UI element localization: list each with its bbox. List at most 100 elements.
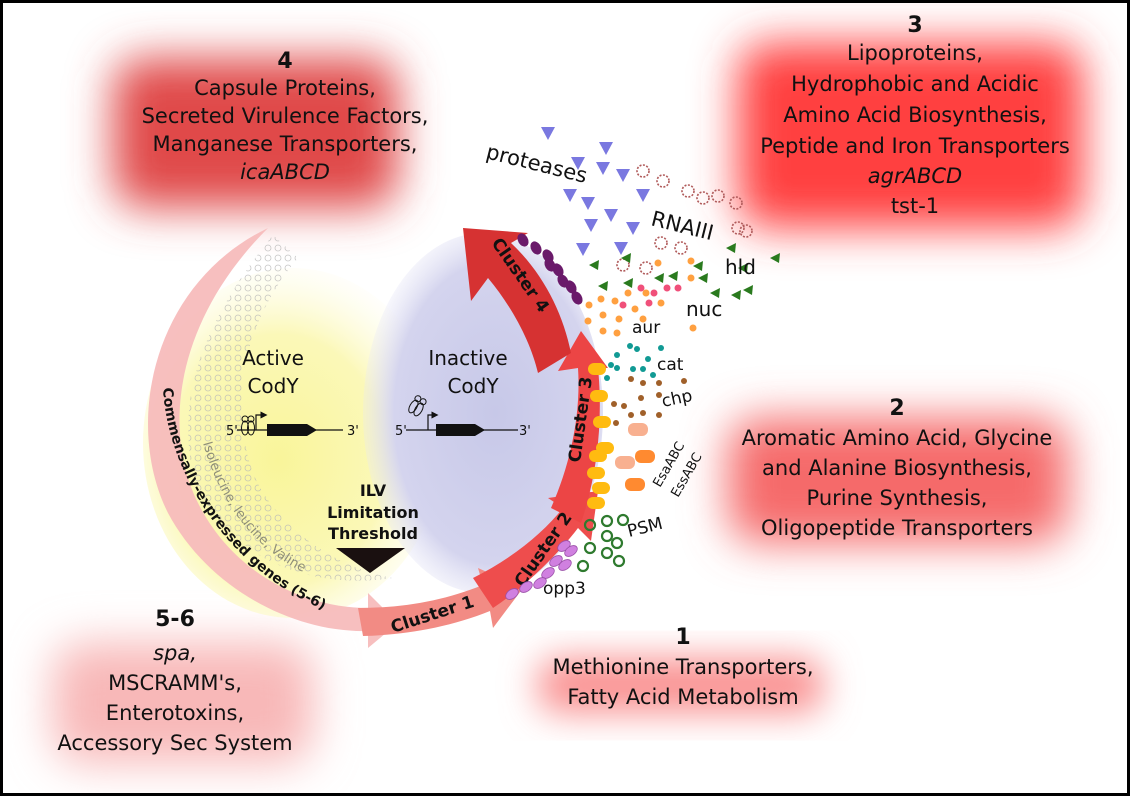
aur-icon [611, 297, 619, 305]
protease-icon [616, 169, 630, 182]
three-prime-label: 3' [519, 424, 531, 439]
five-prime-label: 5' [226, 424, 238, 439]
box3-background [738, 43, 1083, 228]
nuc-icon [637, 284, 645, 292]
threshold-label-3: Threshold [328, 524, 418, 543]
hld-icon [710, 288, 720, 298]
cat-icon [627, 343, 633, 349]
protease-icon [636, 189, 650, 202]
cat-icon [640, 366, 646, 372]
promoter-arrow-icon [255, 411, 268, 430]
cat-icon [608, 362, 614, 368]
cat-icon [614, 365, 620, 371]
aur-icon [599, 311, 607, 319]
protease-icon [576, 243, 590, 256]
membrane-protein-icon [588, 363, 606, 375]
hld-icon [623, 278, 633, 288]
nuc-icon [619, 301, 627, 309]
membrane-protein-icon [590, 390, 608, 402]
box56: 5-6 spa, MSCRAMM's, Enterotoxins, Access… [57, 607, 292, 755]
opp3-icon [564, 545, 578, 557]
protease-icon [581, 197, 595, 210]
box4-line: Capsule Proteins, [194, 76, 376, 100]
hld-icon [598, 281, 608, 291]
aur-icon [642, 289, 650, 297]
box56-line: Enterotoxins, [106, 701, 244, 725]
amino-acid-pool [188, 235, 393, 581]
nuc-icon [663, 284, 671, 292]
cat-icon [604, 375, 610, 381]
rnaiii-icon [729, 196, 743, 210]
esaabc-icon [628, 423, 648, 436]
cat-icon [614, 352, 620, 358]
hld-label: hld [725, 255, 756, 279]
box3-line: Lipoproteins, [847, 41, 983, 65]
box3-gene: agrABCD [868, 164, 962, 188]
psm-icon [576, 559, 590, 573]
box2-background [728, 418, 1068, 543]
chp-icon [613, 420, 619, 426]
rnaiii-icon [696, 191, 710, 205]
rnaiii-icon [674, 241, 688, 255]
secreted-products [505, 127, 780, 600]
box1: 1 Methionine Transporters, Fatty Acid Me… [552, 625, 813, 709]
nuc-icon [674, 284, 682, 292]
rnaiii-label: RNAIII [649, 207, 716, 246]
box3-line: Amino Acid Biosynthesis, [783, 103, 1047, 127]
opp3-icon [505, 588, 519, 600]
hld-icon [743, 285, 753, 295]
protease-icon [604, 209, 618, 222]
aur-icon [585, 301, 593, 309]
chp-icon [640, 380, 646, 386]
inactive-cody-label-2: CodY [447, 374, 499, 398]
promoter-arrow-icon [427, 411, 439, 430]
aur-icon [687, 257, 695, 265]
rnaiii-icon [656, 174, 670, 188]
membrane-protein-icon [587, 497, 605, 509]
cluster4-protein-icon [565, 280, 577, 294]
box3-toxin: tst-1 [891, 194, 939, 218]
cat-icon [658, 345, 664, 351]
chp-icon [628, 376, 634, 382]
hld-icon [738, 263, 748, 273]
cluster4-protein-icon [571, 291, 583, 305]
chp-icon [621, 403, 627, 409]
psm-icon [583, 541, 597, 555]
membrane-protein-icon [589, 450, 607, 462]
chp-icon [640, 410, 646, 416]
box4-line: Manganese Transporters, [153, 132, 418, 156]
box1-line: Methionine Transporters, [552, 655, 813, 679]
aur-icon [631, 305, 639, 313]
cluster1-label: Cluster 1 [388, 592, 476, 638]
psm-icon [600, 514, 614, 528]
chp-icon [656, 412, 662, 418]
membrane-protein-icon [593, 416, 611, 428]
box4-background [113, 58, 398, 208]
aur-icon [597, 295, 605, 303]
chp-icon [656, 392, 662, 398]
box2-line: Oligopeptide Transporters [761, 516, 1033, 540]
opp3-icon [541, 567, 555, 579]
rnaiii-icon [636, 164, 650, 178]
box1-number: 1 [675, 625, 690, 650]
protease-icon [626, 222, 640, 235]
box4-gene: icaABCD [240, 160, 330, 184]
box3-line: Hydrophobic and Acidic [791, 72, 1039, 96]
rnaiii-icon [739, 224, 753, 238]
protease-icon [563, 189, 577, 202]
hld-icon [726, 243, 736, 253]
psm-icon [616, 513, 630, 527]
inactive-gene: 5' 3' [395, 395, 531, 439]
threshold-label-2: Limitation [327, 503, 419, 522]
esaabc-icon [635, 450, 655, 463]
aur-icon [624, 289, 632, 297]
hld-icon [698, 273, 708, 283]
inactive-cody-label-1: Inactive [428, 346, 507, 370]
nuc-label: nuc [686, 297, 722, 321]
cody-bound-icon [241, 415, 255, 436]
psm-icon [610, 536, 624, 550]
cluster4-protein-icon [517, 233, 529, 247]
protease-icon [571, 157, 585, 170]
cat-icon [645, 356, 651, 362]
